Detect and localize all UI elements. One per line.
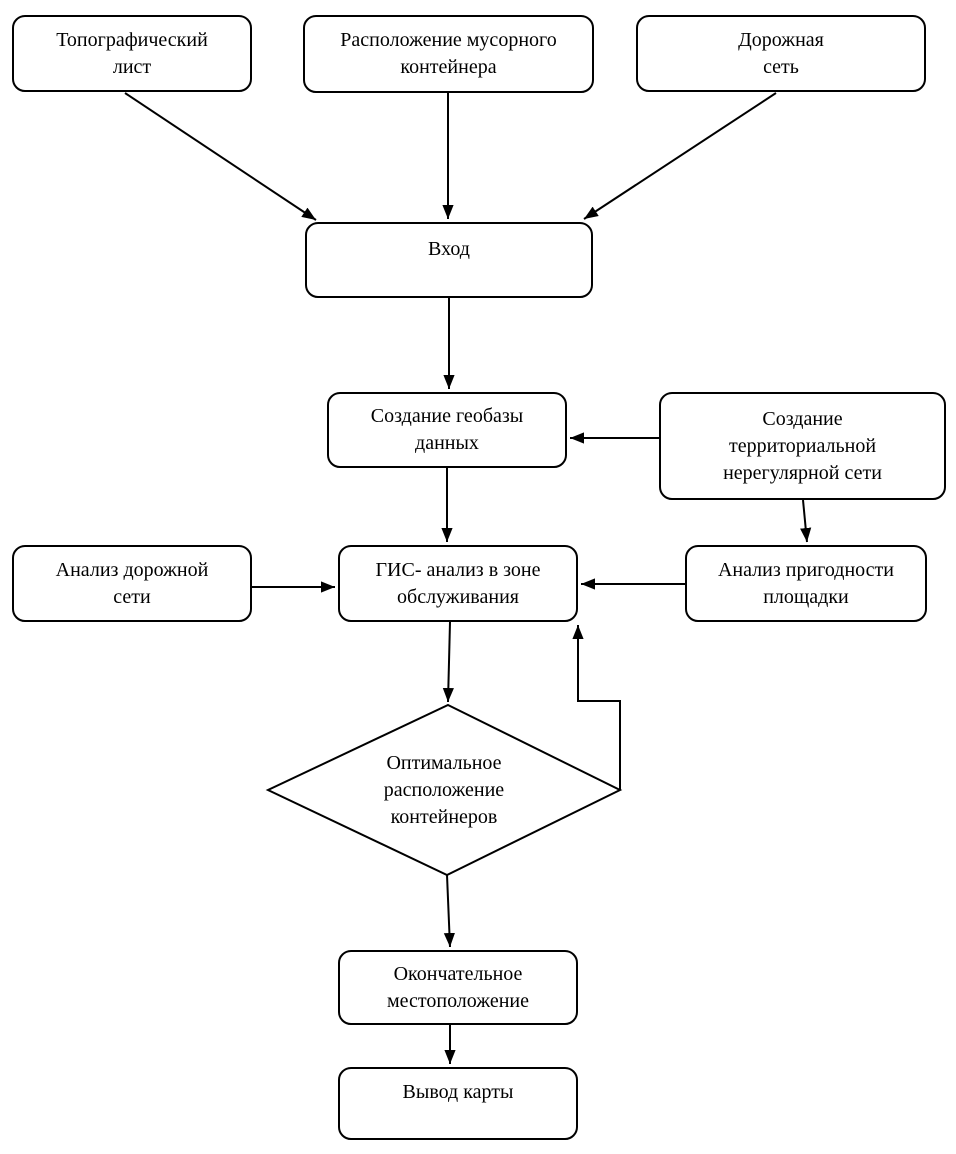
edge-decision-to-final-location bbox=[443, 874, 456, 948]
node-gis-analysis: ГИС- анализ в зоне обслуживания bbox=[338, 545, 578, 622]
node-geodatabase: Создание геобазы данных bbox=[327, 392, 567, 468]
node-road-network: Дорожная сеть bbox=[636, 15, 926, 92]
node-input: Вход bbox=[305, 222, 593, 298]
edge-decision-feedback-to-gis-analysis bbox=[572, 625, 621, 790]
edge-topo-sheet-to-input bbox=[124, 92, 317, 221]
edge-road-network-to-input bbox=[583, 92, 777, 220]
node-final-location: Окончательное местоположение bbox=[338, 950, 578, 1025]
node-road-analysis: Анализ дорожной сети bbox=[12, 545, 252, 622]
node-decision-label: Оптимальное расположение контейнеров bbox=[383, 752, 505, 828]
node-container-location: Расположение мусорного контейнера bbox=[303, 15, 594, 93]
node-map-output: Вывод карты bbox=[338, 1067, 578, 1140]
edge-gis-analysis-to-decision bbox=[442, 621, 454, 703]
node-topo-sheet: Топографический лист bbox=[12, 15, 252, 92]
node-site-suitability: Анализ пригодности площадки bbox=[685, 545, 927, 622]
node-tin: Создание территориальной нерегулярной се… bbox=[659, 392, 946, 500]
edge-tin-to-site-suitability bbox=[800, 499, 812, 543]
